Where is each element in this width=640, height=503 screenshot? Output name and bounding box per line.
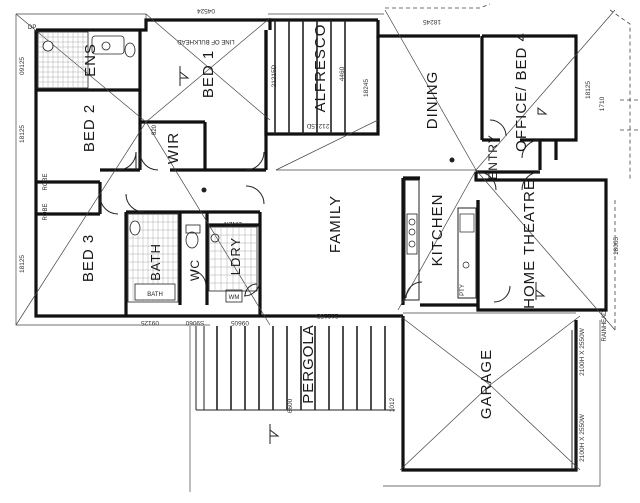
dim-top-bed1: 04524 — [197, 7, 215, 14]
kitchen-fixtures — [404, 179, 477, 301]
dim-left-ens: 09125 — [19, 57, 26, 75]
dim-alfresco-v: 21215D — [271, 64, 278, 87]
note-door-820: 820 — [152, 124, 158, 135]
dim-office-r: 18125 — [585, 81, 592, 99]
note-rainhead: RAINHEAD — [602, 310, 608, 342]
room-label-bed2: BED 2 — [81, 104, 98, 152]
note-pty: PTY — [460, 284, 466, 296]
dim-dining-v: 18245 — [363, 79, 370, 97]
room-label-wc: WC — [188, 259, 202, 281]
dim-alfresco-h: 21215D — [306, 122, 329, 129]
walls — [34, 18, 608, 472]
dim-front-family: 21215D — [315, 312, 338, 319]
note-robe-1: ROBE — [43, 173, 49, 190]
note-linen: LINEN — [224, 220, 242, 226]
room-label-bed3: BED 3 — [80, 234, 97, 282]
room-label-bath: BATH — [148, 243, 163, 281]
room-label-alfresco: ALFRESCO — [312, 24, 329, 113]
dim-alfresco-w: 4460 — [339, 66, 346, 81]
dim-left-bed2: 18125 — [19, 125, 26, 143]
pergola-slats — [195, 326, 395, 411]
dim-front-bath: S9060 — [185, 319, 204, 326]
dim-pergola-w: 1012 — [389, 397, 396, 412]
room-label-bed1: BED 1 — [200, 50, 217, 98]
dp-label: DP — [28, 25, 36, 31]
room-label-kitchen: KITCHEN — [429, 194, 446, 267]
room-label-ens: ENS — [82, 43, 99, 77]
room-label-entry: ENTRY — [486, 134, 500, 179]
dim-theatre-r: 18005 — [613, 237, 620, 255]
room-label-garage: GARAGE — [478, 349, 495, 419]
dim-left-bed3: 18125 — [19, 255, 26, 273]
note-bath-tub: BATH — [147, 292, 163, 298]
dim-garage-door-2: 2100H X 2550W — [579, 413, 586, 462]
room-label-ldry: LDRY — [228, 237, 243, 275]
note-robe-2: ROBE — [43, 203, 49, 220]
room-label-office-bed4: OFFICE/ BED 4 — [513, 32, 530, 152]
alfresco-slats — [274, 20, 346, 134]
room-label-family: FAMILY — [327, 195, 344, 253]
room-label-dining: DINING — [424, 71, 441, 130]
dim-top-dining: 18245 — [423, 18, 441, 25]
room-label-pergola: PERGOLA — [300, 324, 317, 404]
bath-tiles — [127, 213, 258, 303]
room-label-wir: WIR — [165, 132, 182, 164]
dim-pergola-d: 6600 — [287, 398, 294, 413]
note-line-of-bulkhead: LINE OF BULKHEAD — [177, 38, 235, 44]
dim-office-small: 1710 — [599, 96, 606, 111]
doors — [99, 119, 541, 303]
room-label-home-theatre: HOME THEATRE — [521, 179, 538, 309]
north-arrow-icon — [179, 66, 548, 444]
note-wm: WM — [229, 295, 240, 301]
ensuite-tiles — [37, 31, 136, 89]
dim-garage-door-1: 2100H X 2550W — [579, 327, 586, 376]
dim-front-ldry: 09605 — [231, 319, 249, 326]
dim-front-bed3: 09125 — [141, 319, 159, 326]
